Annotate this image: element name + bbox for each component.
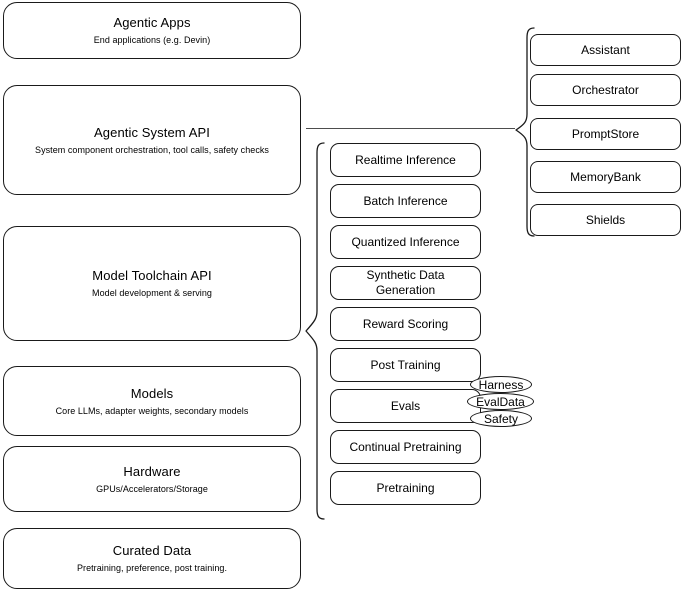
chip-evals[interactable]: Evals xyxy=(330,389,481,423)
component-shields[interactable]: Shields xyxy=(530,204,681,236)
toolchain-brace xyxy=(304,141,326,521)
chip-continual-pretraining[interactable]: Continual Pretraining xyxy=(330,430,481,464)
layer-title: Models xyxy=(130,385,174,401)
pill-label: Harness xyxy=(478,377,524,392)
layer-subtitle: Model development & serving xyxy=(92,288,212,298)
layer-subtitle: Pretraining, preference, post training. xyxy=(76,563,228,573)
pill-safety[interactable]: Safety xyxy=(470,410,532,427)
chip-pretraining[interactable]: Pretraining xyxy=(330,471,481,505)
component-promptstore[interactable]: PromptStore xyxy=(530,118,681,150)
layer-title: Agentic System API xyxy=(94,124,210,140)
pill-harness[interactable]: Harness xyxy=(470,376,532,393)
chip-label: Pretraining xyxy=(376,480,435,495)
component-assistant[interactable]: Assistant xyxy=(530,34,681,66)
chip-label: Reward Scoring xyxy=(362,316,449,331)
connector-system-api-to-components xyxy=(306,128,515,129)
pill-evaldata[interactable]: EvalData xyxy=(467,393,534,410)
component-label: Assistant xyxy=(581,42,630,57)
layer-curated-data[interactable]: Curated Data Pretraining, preference, po… xyxy=(3,528,301,589)
layer-title: Curated Data xyxy=(112,543,192,558)
layer-subtitle: GPUs/Accelerators/Storage xyxy=(96,483,208,494)
chip-batch-inference[interactable]: Batch Inference xyxy=(330,184,481,218)
chip-reward-scoring[interactable]: Reward Scoring xyxy=(330,307,481,341)
chip-quantized-inference[interactable]: Quantized Inference xyxy=(330,225,481,259)
layer-title: Agentic Apps xyxy=(113,15,191,30)
chip-label: Post Training xyxy=(370,357,441,372)
chip-realtime-inference[interactable]: Realtime Inference xyxy=(330,143,481,177)
component-label: PromptStore xyxy=(571,126,640,141)
layer-agentic-apps[interactable]: Agentic Apps End applications (e.g. Devi… xyxy=(3,2,301,59)
layer-title: Hardware xyxy=(123,463,181,479)
chip-label: Quantized Inference xyxy=(351,234,460,249)
layer-models[interactable]: Models Core LLMs, adapter weights, secon… xyxy=(3,366,301,436)
chip-label: Evals xyxy=(390,398,421,413)
chip-label: Realtime Inference xyxy=(355,152,456,167)
component-orchestrator[interactable]: Orchestrator xyxy=(530,74,681,106)
pill-label: EvalData xyxy=(476,394,525,409)
layer-agentic-system-api[interactable]: Agentic System API System component orch… xyxy=(3,85,301,195)
component-label: Orchestrator xyxy=(572,82,639,97)
chip-synthetic-data-generation[interactable]: Synthetic Data Generation xyxy=(330,266,481,300)
layer-subtitle: Core LLMs, adapter weights, secondary mo… xyxy=(55,405,249,416)
chip-label: Batch Inference xyxy=(363,193,448,208)
component-label: MemoryBank xyxy=(570,169,641,184)
component-label: Shields xyxy=(585,212,626,227)
chip-label: Continual Pretraining xyxy=(349,439,462,454)
layer-title: Model Toolchain API xyxy=(92,268,212,283)
layer-subtitle: End applications (e.g. Devin) xyxy=(93,35,211,45)
layer-hardware[interactable]: Hardware GPUs/Accelerators/Storage xyxy=(3,446,301,512)
layer-model-toolchain-api[interactable]: Model Toolchain API Model development & … xyxy=(3,226,301,341)
component-memorybank[interactable]: MemoryBank xyxy=(530,161,681,193)
chip-post-training[interactable]: Post Training xyxy=(330,348,481,382)
layer-subtitle: System component orchestration, tool cal… xyxy=(35,144,269,155)
chip-label: Synthetic Data Generation xyxy=(366,268,445,297)
pill-label: Safety xyxy=(483,411,519,426)
